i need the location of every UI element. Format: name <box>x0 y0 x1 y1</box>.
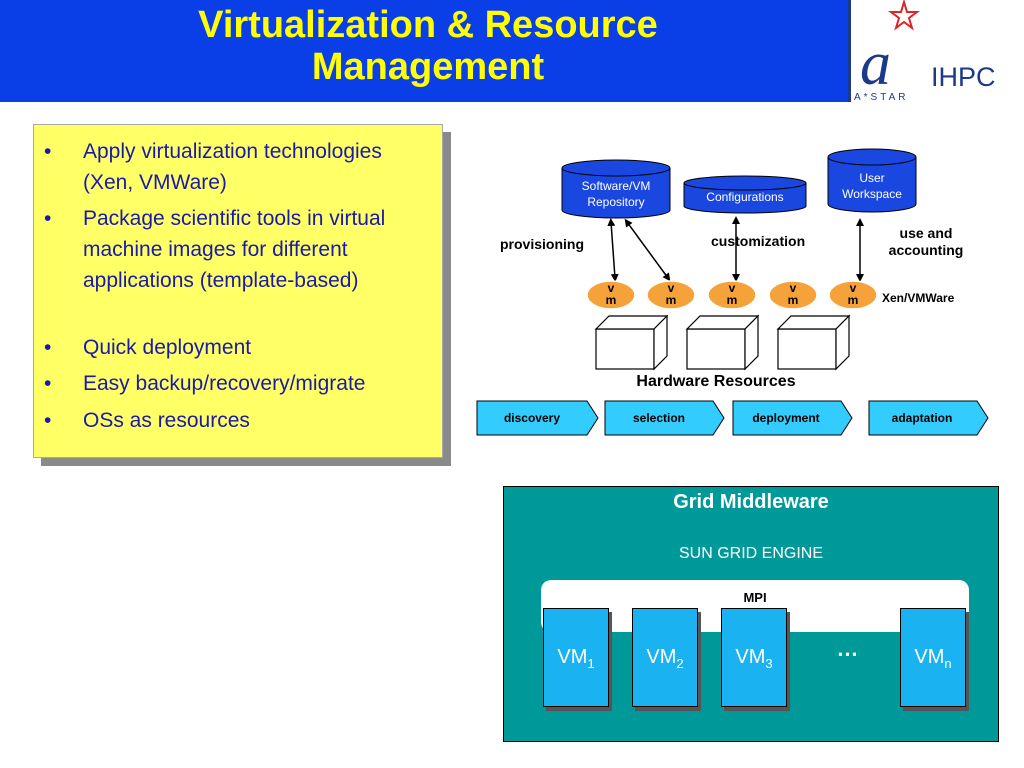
step-discovery: discovery <box>476 400 599 436</box>
vm-box-label: VM <box>646 646 677 668</box>
vm-box: VM3 <box>721 608 787 707</box>
bullet-marker: • <box>44 372 52 395</box>
vm-box-subscript: n <box>944 656 952 671</box>
step-selection-label: selection <box>633 411 685 425</box>
bullet-text: Apply virtualization technologies (Xen, … <box>83 140 382 194</box>
bullet-marker: • <box>44 140 52 163</box>
provision-arrow-2 <box>624 218 671 282</box>
vm-box-label: VM <box>557 646 588 668</box>
bullet-text: OSs as resources <box>83 409 250 432</box>
vm-box: VM1 <box>543 608 609 707</box>
hardware-cube <box>776 314 851 371</box>
vm-oval-v: v <box>668 281 675 295</box>
hardware-resources-label: Hardware Resources <box>636 373 795 390</box>
vm-oval-v: v <box>850 281 857 295</box>
step-selection: selection <box>604 400 725 436</box>
bullet-marker: • <box>44 409 52 432</box>
slide-title: Virtualization & Resource Management <box>0 4 856 88</box>
step-discovery-label: discovery <box>504 411 560 425</box>
sun-grid-engine-label: SUN GRID ENGINE <box>678 545 823 562</box>
provision-arrow-1 <box>607 218 619 282</box>
vm-oval-m: m <box>727 293 738 307</box>
customization-label: customization <box>711 233 805 249</box>
step-deployment: deployment <box>732 400 853 436</box>
vm-box-label: VM <box>735 646 766 668</box>
vm-box-label: VM <box>914 646 945 668</box>
vm-box-subscript: 2 <box>676 656 684 671</box>
vm-oval: v m <box>646 280 696 310</box>
vm-oval: v m <box>768 280 818 310</box>
step-adaptation-label: adaptation <box>892 411 953 425</box>
workspace-label-1: User <box>859 171 884 185</box>
configurations-cylinder: Configurations <box>683 175 807 214</box>
mpi-label: MPI <box>743 590 767 605</box>
repository-label-1: Software/VM <box>582 179 651 193</box>
vm-box-subscript: 1 <box>587 656 595 671</box>
vm-oval: v m <box>586 280 636 310</box>
repository-label-2: Repository <box>587 195 644 209</box>
hardware-cube <box>594 314 669 371</box>
ihpc-logo: a IHPC A*STAR <box>848 0 1024 103</box>
vm-oval: v m <box>707 280 757 310</box>
logo-letter: a <box>860 30 891 98</box>
vm-oval: v m <box>828 280 878 310</box>
workspace-label-2: Workspace <box>842 187 902 201</box>
virtualization-diagram: Software/VM Repository Configurations Us… <box>476 148 989 436</box>
more-vms-ellipsis: … <box>836 636 860 661</box>
bullet-box <box>33 124 443 458</box>
hypervisor-label: Xen/VMWare <box>882 291 955 305</box>
vm-box-subscript: 3 <box>765 656 773 671</box>
title-bar <box>0 0 848 102</box>
vm-oval-v: v <box>729 281 736 295</box>
vm-oval-m: m <box>666 293 677 307</box>
vm-oval-v: v <box>608 281 615 295</box>
grid-middleware-title: Grid Middleware <box>673 491 829 513</box>
vm-box: VM2 <box>632 608 698 707</box>
bullet-text: Easy backup/recovery/migrate <box>83 372 366 395</box>
logo-tagline: A*STAR <box>854 92 909 102</box>
step-adaptation: adaptation <box>868 400 989 436</box>
step-deployment-label: deployment <box>752 411 819 425</box>
logo-divider <box>848 0 851 102</box>
vm-oval-m: m <box>788 293 799 307</box>
provisioning-label: provisioning <box>500 236 584 252</box>
logo-org: IHPC <box>931 62 996 92</box>
bullet-text: Quick deployment <box>83 336 252 359</box>
repository-cylinder: Software/VM Repository <box>561 159 671 219</box>
vm-box: VMn <box>900 608 966 707</box>
bullet-marker: • <box>44 207 52 230</box>
vm-oval-m: m <box>848 293 859 307</box>
astar-logo-mark: a IHPC A*STAR <box>854 0 996 103</box>
use-accounting-label-1: use and <box>900 225 953 241</box>
hardware-cube <box>685 314 760 371</box>
star-icon <box>888 0 920 31</box>
vm-oval-v: v <box>790 281 797 295</box>
use-accounting-label-2: accounting <box>889 242 964 258</box>
bullet-marker: • <box>44 336 52 359</box>
slide-title-line-2: Management <box>311 46 545 88</box>
vm-oval-m: m <box>606 293 617 307</box>
slide-title-line-1: Virtualization & Resource <box>198 4 658 46</box>
workspace-cylinder: User Workspace <box>827 148 917 213</box>
configurations-label: Configurations <box>706 190 783 204</box>
bullet-text: Package scientific tools in virtual mach… <box>83 207 386 292</box>
